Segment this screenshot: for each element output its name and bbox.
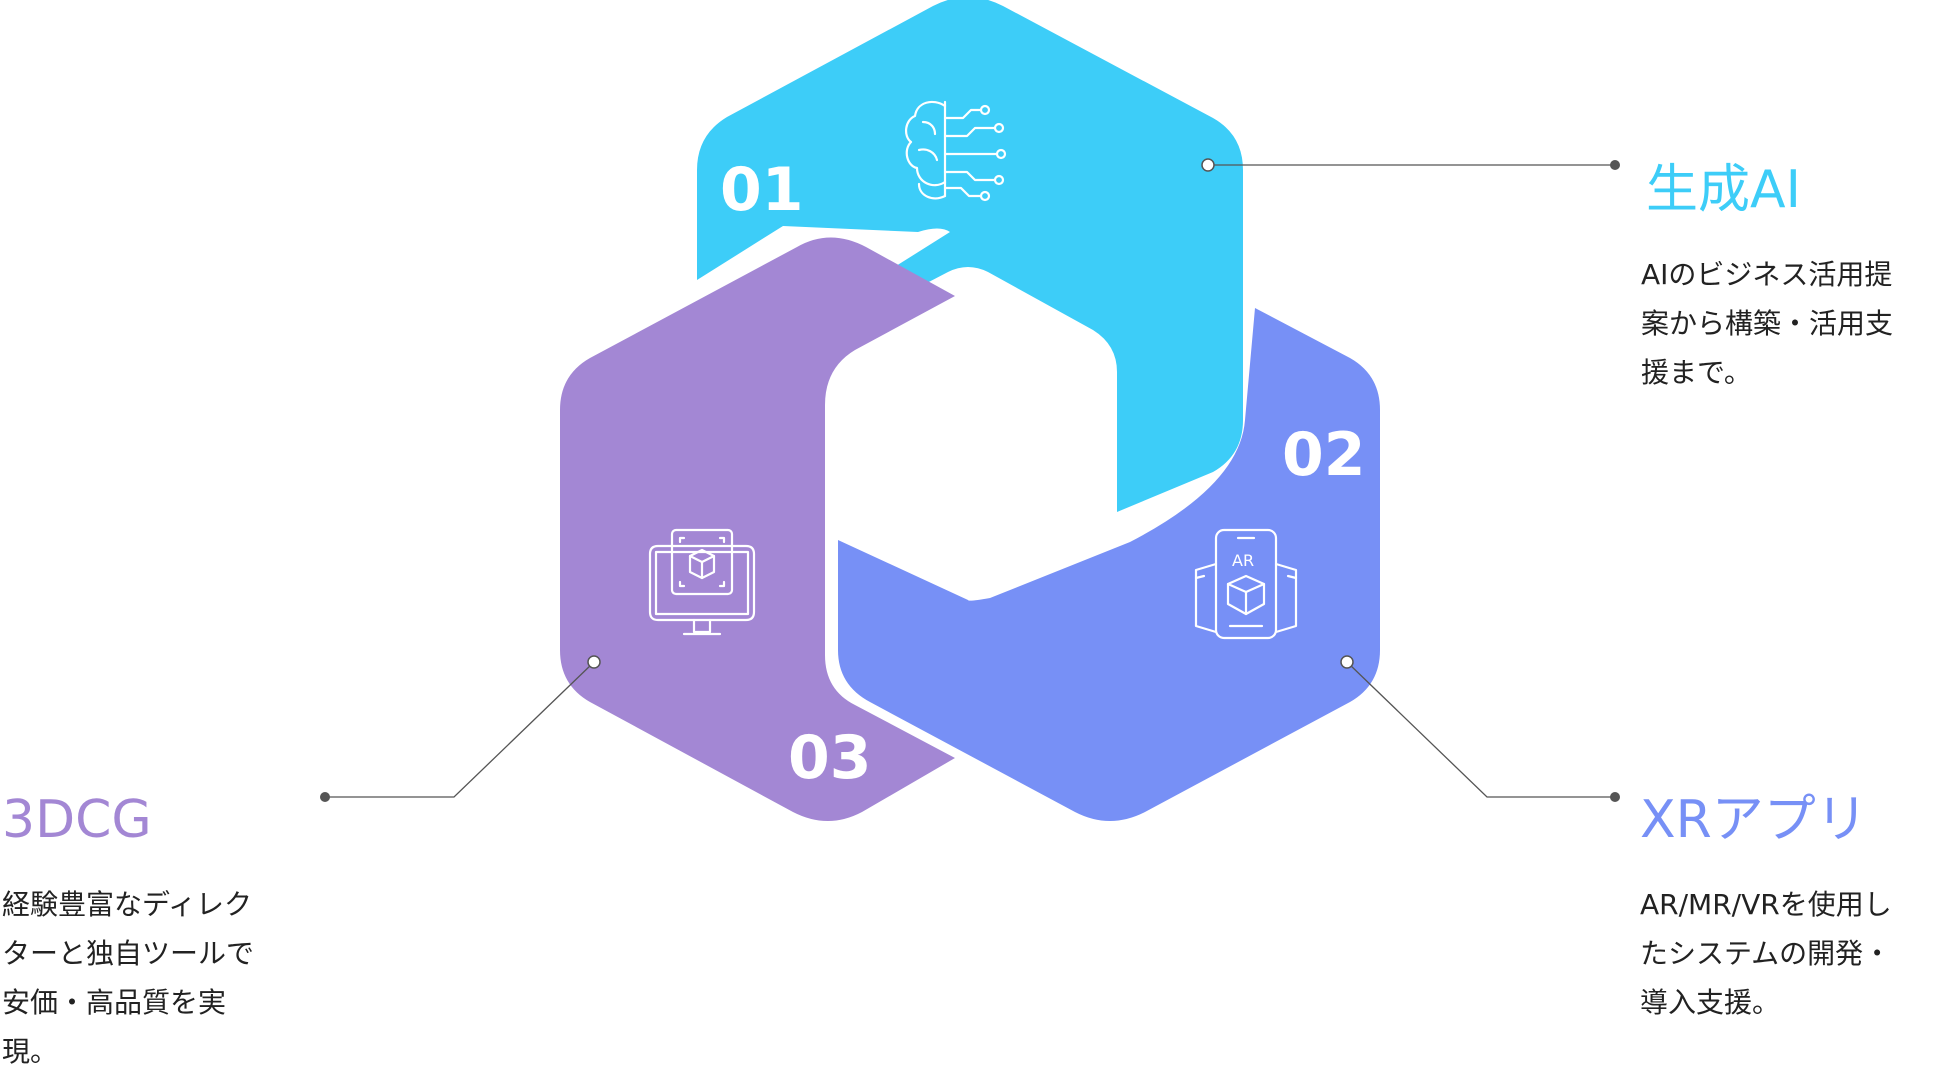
label-3dcg-desc-line: 現。 xyxy=(2,1035,59,1068)
brain-circuit-icon xyxy=(905,100,1007,202)
ar-phone-cube-icon: AR xyxy=(1194,528,1298,640)
segment-01-shape xyxy=(697,0,1243,512)
leader-ai xyxy=(1201,158,1620,172)
segment-02-xr: 02 AR xyxy=(838,308,1380,821)
leader-3dcg-end-dot xyxy=(320,792,330,802)
label-3dcg-desc-line: 安価・高品質を実 xyxy=(2,986,227,1019)
segment-02-shape xyxy=(838,308,1380,821)
label-ai-desc-line: 援まで。 xyxy=(1641,356,1752,389)
label-xr-desc-line: AR/MR/VRを使用し xyxy=(1640,888,1892,921)
segment-03-shape xyxy=(560,237,955,821)
label-3dcg-desc-line: 経験豊富なディレク xyxy=(2,888,253,921)
label-ai-title: 生成AI xyxy=(1646,160,1801,220)
segment-01-ai: 01 xyxy=(697,0,1243,512)
label-3dcg-description: 経験豊富なディレク ターと独自ツールで 安価・高品質を実 現。 xyxy=(2,880,254,1076)
label-xr-description: AR/MR/VRを使用し たシステムの開発・ 導入支援。 xyxy=(1640,880,1892,1027)
label-3dcg-desc-line: ターと独自ツールで xyxy=(2,937,255,970)
leader-ai-start-dot xyxy=(1201,158,1215,172)
label-3dcg-title: 3DCG xyxy=(2,790,152,850)
leader-xr-start-dot xyxy=(1340,655,1354,669)
leader-3dcg-start-dot xyxy=(587,655,601,669)
label-xr-desc-line: 導入支援。 xyxy=(1640,986,1781,1019)
label-ai-desc-line: 案から構築・活用支 xyxy=(1641,307,1894,340)
label-ai: 生成AI AIのビジネス活用提 案から構築・活用支 援まで。 xyxy=(1641,160,1893,397)
segment-03-number: 03 xyxy=(788,723,872,793)
label-xr-desc-line: たシステムの開発・ xyxy=(1640,937,1892,970)
label-3dcg: 3DCG 経験豊富なディレク ターと独自ツールで 安価・高品質を実 現。 xyxy=(2,790,254,1076)
label-ai-description: AIのビジネス活用提 案から構築・活用支 援まで。 xyxy=(1641,250,1893,397)
label-xr-title: XRアプリ xyxy=(1640,790,1868,850)
segment-02-number: 02 xyxy=(1282,420,1366,490)
monitor-3d-cube-icon xyxy=(648,528,756,636)
leader-3dcg xyxy=(320,655,601,802)
label-xr: XRアプリ AR/MR/VRを使用し たシステムの開発・ 導入支援。 xyxy=(1640,790,1892,1027)
segment-01-number: 01 xyxy=(720,155,804,225)
label-ai-desc-line: AIのビジネス活用提 xyxy=(1641,258,1893,291)
segment-03-3dcg: 03 xyxy=(560,237,955,821)
leader-xr xyxy=(1340,655,1620,802)
leader-xr-end-dot xyxy=(1610,792,1620,802)
leader-ai-end-dot xyxy=(1610,160,1620,170)
ar-text: AR xyxy=(1232,551,1254,570)
